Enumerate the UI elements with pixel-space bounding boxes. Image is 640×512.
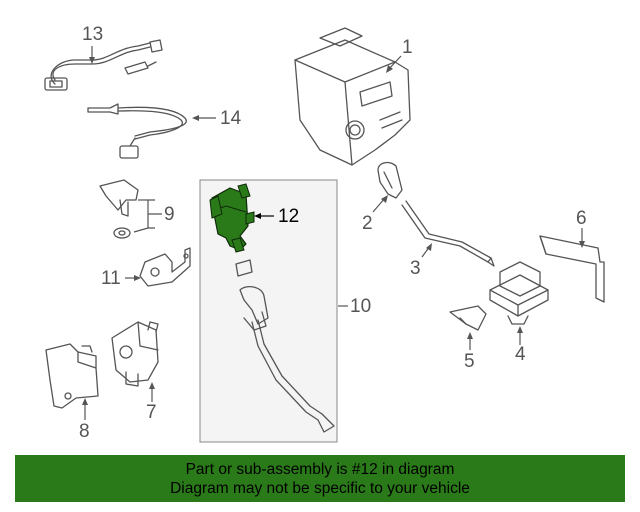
callout-6: 6 <box>576 208 587 229</box>
callout-11: 11 <box>101 268 121 289</box>
leader-4 <box>517 326 523 345</box>
callout-3: 3 <box>410 258 421 279</box>
leader-9 <box>133 199 162 233</box>
callout-4: 4 <box>515 344 526 365</box>
part-11-bracket[interactable] <box>139 247 191 287</box>
part-6-shield[interactable] <box>539 235 605 303</box>
callout-14: 14 <box>220 108 242 129</box>
part-8-bracket[interactable] <box>45 343 99 409</box>
part-9-clip[interactable] <box>99 179 139 239</box>
callout-12: 12 <box>278 206 300 227</box>
part-1-charcoal-canister[interactable] <box>294 27 411 166</box>
part-14-oxygen-sensor[interactable] <box>87 103 187 159</box>
leader-2 <box>372 195 388 213</box>
part-7-valve[interactable] <box>111 321 159 387</box>
parts-diagram <box>44 27 605 443</box>
leader-6 <box>579 228 585 248</box>
callout-5: 5 <box>464 351 475 372</box>
callout-2: 2 <box>362 213 373 234</box>
leader-12 <box>254 213 274 219</box>
leader-14 <box>192 115 216 121</box>
leader-3 <box>421 243 432 258</box>
callout-10: 10 <box>350 296 372 317</box>
part-4-valve[interactable] <box>489 261 549 325</box>
callout-8: 8 <box>79 421 90 442</box>
leader-13 <box>89 46 95 64</box>
banner-line-2: Diagram may not be specific to your vehi… <box>170 480 470 497</box>
part-3-hose[interactable] <box>401 200 495 267</box>
leader-5 <box>467 332 473 350</box>
part-13-oxygen-sensor[interactable] <box>44 39 163 91</box>
leader-11 <box>125 275 141 281</box>
callout-7: 7 <box>146 402 157 423</box>
part-5-bracket[interactable] <box>449 305 487 331</box>
callout-9: 9 <box>164 204 175 225</box>
part-12-purge-valve-highlighted[interactable] <box>209 183 255 253</box>
callout-13: 13 <box>82 24 104 45</box>
info-banner: Part or sub-assembly is #12 in diagram D… <box>15 455 625 502</box>
part-2-hose[interactable] <box>377 161 403 199</box>
leader-8 <box>82 398 88 420</box>
leader-7 <box>149 382 155 402</box>
leader-1 <box>386 55 402 73</box>
banner-line-1: Part or sub-assembly is #12 in diagram <box>185 461 455 478</box>
callout-1: 1 <box>402 37 413 58</box>
